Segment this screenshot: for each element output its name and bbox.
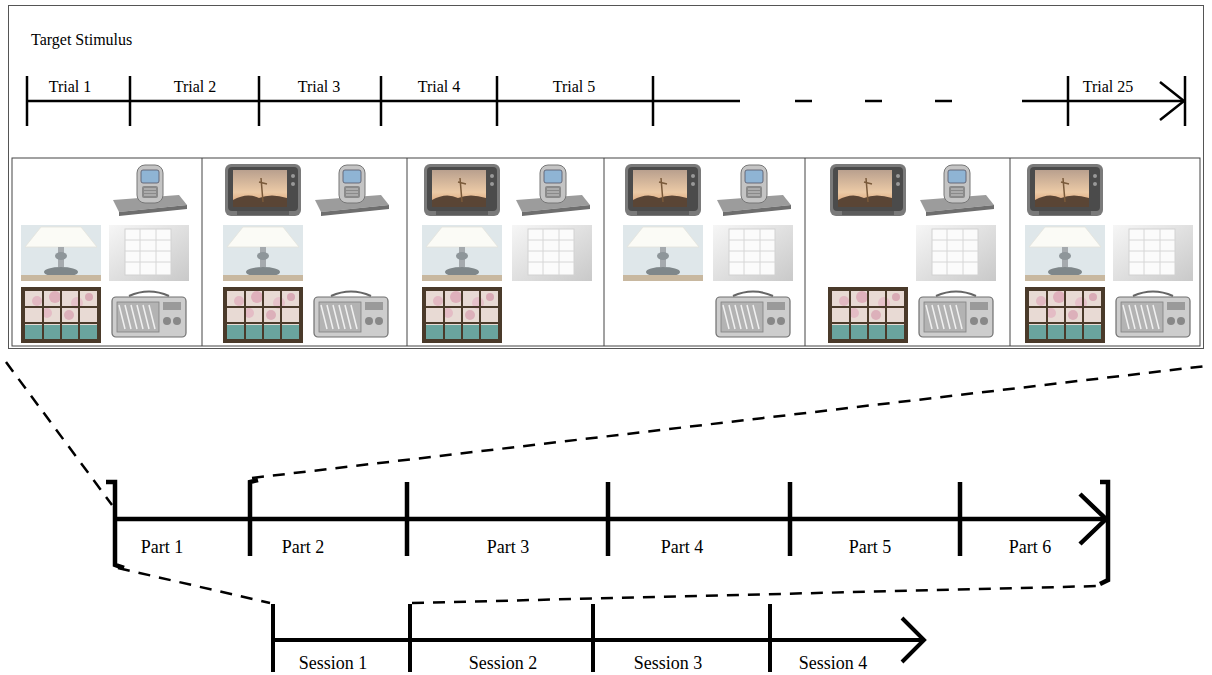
stimulus-strip (12, 158, 1200, 346)
trial-label: Trial 3 (298, 78, 341, 96)
part-label: Part 5 (849, 537, 892, 558)
session-label: Session 1 (299, 653, 368, 674)
trial-label: Trial 2 (174, 78, 217, 96)
part-timeline (106, 480, 1108, 584)
stimulus-panel (623, 164, 793, 337)
stimulus-frame: Target Stimulus (8, 5, 1204, 349)
part-label: Part 3 (487, 537, 530, 558)
trial-label: Trial 1 (49, 78, 92, 96)
stimulus-panel (422, 164, 592, 343)
session-label: Session 2 (469, 653, 538, 674)
part-label: Part 2 (282, 537, 325, 558)
stimulus-panel (1025, 164, 1193, 343)
part-label: Part 1 (141, 537, 184, 558)
trial-label: Trial 25 (1083, 78, 1134, 96)
trial-timeline (27, 76, 1185, 126)
zoom-lines (6, 362, 1206, 603)
stimulus-panel (223, 164, 389, 343)
part-label: Part 6 (1009, 537, 1052, 558)
part-label: Part 4 (661, 537, 704, 558)
session-label: Session 4 (799, 653, 868, 674)
trial-label: Trial 5 (553, 78, 596, 96)
stimulus-panel (828, 164, 996, 343)
session-label: Session 3 (634, 653, 703, 674)
frame-heading: Target Stimulus (31, 30, 132, 49)
trial-label: Trial 4 (418, 78, 461, 96)
stimulus-panel (21, 165, 189, 343)
